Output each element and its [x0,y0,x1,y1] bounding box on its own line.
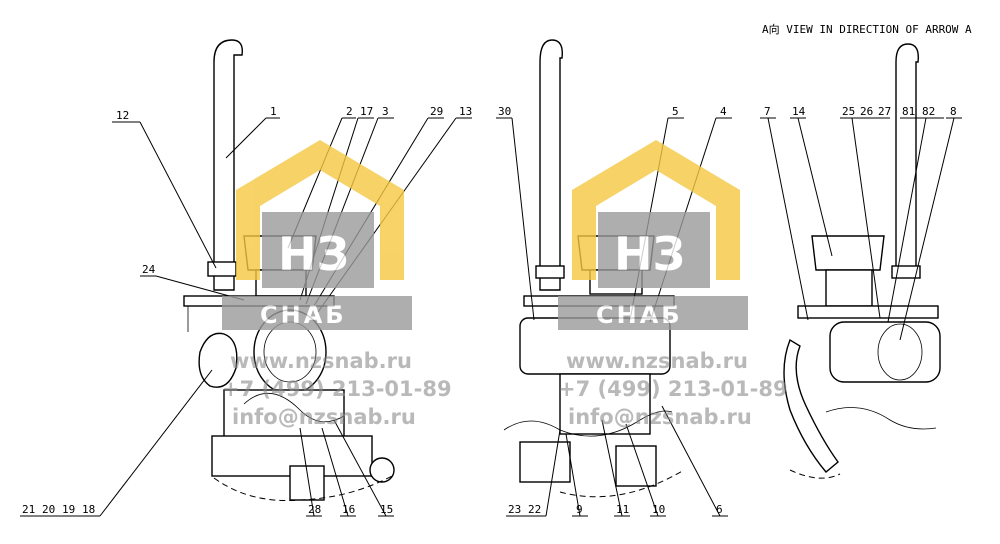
logo-block [598,212,710,288]
watermark-email: info@nzsnab.ru [568,405,752,429]
pipe-clamp [535,265,565,279]
logo-sub: СНАБ [260,301,347,329]
callout-3: 3 [382,105,389,118]
logo-sub: СНАБ [596,301,683,329]
logo-bar [558,296,748,330]
logo-roof [572,140,740,280]
callout-24: 24 [142,263,156,276]
muffler [198,332,238,388]
wiring [243,392,345,423]
callout-7: 7 [764,105,771,118]
callout-9: 9 [576,503,583,516]
callout-13: 13 [459,105,472,118]
callout-30: 30 [498,105,511,118]
watermark-phone: +7 (499) 213-01-89 [558,377,788,401]
callout-4: 4 [720,105,727,118]
callout-14: 14 [792,105,806,118]
callout-21: 21 [22,503,35,516]
callout-15: 15 [380,503,393,516]
callout-10: 10 [652,503,665,516]
sump-outline [213,475,393,501]
watermark-email: info@nzsnab.ru [232,405,416,429]
watermark-logo-middle: НЗ СНАБ www.nzsnab.ru +7 (499) 213-01-89… [558,140,788,429]
callout-6: 6 [716,503,723,516]
starter-motor [519,441,571,483]
logo-main: НЗ [278,227,349,281]
exhaust-pipe [213,39,243,291]
callout-19: 19 [62,503,75,516]
callout-27: 27 [878,105,891,118]
view-title: A向 VIEW IN DIRECTION OF ARROW A [762,22,972,36]
callout-20: 20 [42,503,55,516]
watermark-site: www.nzsnab.ru [566,349,748,373]
wiring [825,407,937,430]
callout-22: 22 [528,503,541,516]
watermark-logo-left: НЗ СНАБ www.nzsnab.ru +7 (499) 213-01-89… [222,140,452,429]
callout-8: 8 [950,105,957,118]
air-cleaner [829,321,941,383]
sump-outline [559,469,685,498]
watermark-site: www.nzsnab.ru [230,349,412,373]
callout-23: 23 [508,503,521,516]
exhaust-pipe [895,43,919,271]
pulley [369,457,395,483]
callout-81: 81 [902,105,915,118]
logo-roof [236,140,404,280]
logo-block [262,212,374,288]
air-cleaner-end [877,323,923,381]
top-bracket [797,305,939,319]
callout-17: 17 [360,105,373,118]
sump-outline [789,469,841,479]
exhaust-pipe [539,39,563,291]
wiring [503,410,673,437]
logo-bar [222,296,412,330]
callout-11: 11 [616,503,629,516]
callout-29: 29 [430,105,443,118]
callout-26: 26 [860,105,873,118]
callout-25: 25 [842,105,855,118]
right-view: 7 14 25 26 27 81 82 8 [760,43,962,479]
callout-12: 12 [116,109,129,122]
callout-18: 18 [82,503,95,516]
callout-1: 1 [270,105,277,118]
intake-hose [783,338,839,473]
engine-block [559,373,651,435]
pipe-clamp [891,265,921,279]
watermark-phone: +7 (499) 213-01-89 [222,377,452,401]
callout-5: 5 [672,105,679,118]
oil-filter [615,445,657,487]
callout-2: 2 [346,105,353,118]
callout-28: 28 [308,503,321,516]
callout-82: 82 [922,105,935,118]
air-filter-cap [811,235,885,271]
logo-main: НЗ [614,227,685,281]
pipe-clamp [207,261,237,277]
air-filter-neck [825,269,873,307]
callout-16: 16 [342,503,355,516]
